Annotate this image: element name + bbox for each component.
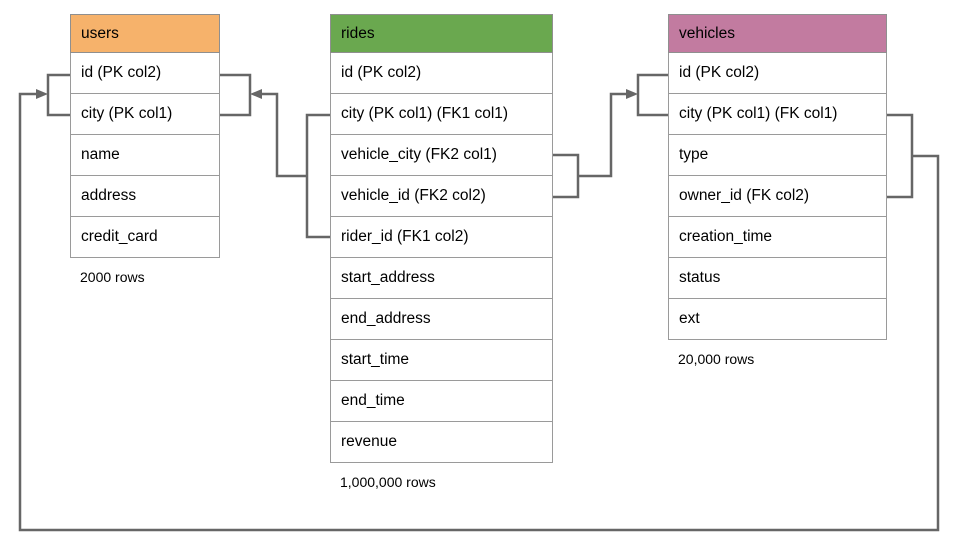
table-row: city (PK col1) bbox=[70, 94, 220, 135]
column-name: start_address bbox=[341, 269, 435, 286]
table-row: ext bbox=[668, 299, 887, 340]
column-name: credit_card bbox=[81, 228, 158, 245]
rides-fk1-to-users-pk-arrowhead-icon bbox=[250, 89, 262, 99]
column-name: vehicle_id (FK2 col2) bbox=[341, 187, 486, 204]
table-title: vehicles bbox=[679, 24, 735, 42]
table-row: city (PK col1) (FK1 col1) bbox=[330, 94, 553, 135]
table-title: users bbox=[81, 24, 119, 42]
column-name: end_time bbox=[341, 392, 405, 409]
column-name: type bbox=[679, 146, 709, 163]
vehicles-fk-to-users-pk-bracket-0 bbox=[887, 113, 914, 199]
column-name: rider_id (FK1 col2) bbox=[341, 228, 469, 245]
table-title: rides bbox=[341, 24, 375, 42]
table-row: city (PK col1) (FK col1) bbox=[668, 94, 887, 135]
vehicles-fk-to-users-pk-bracket-1 bbox=[46, 73, 70, 117]
column-name: city (PK col1) (FK col1) bbox=[679, 105, 838, 122]
table-header-rides: rides bbox=[330, 14, 553, 53]
rides-fk2-to-vehicles-pk-bracket-1 bbox=[636, 73, 668, 117]
table-row: type bbox=[668, 135, 887, 176]
table-row: vehicle_city (FK2 col1) bbox=[330, 135, 553, 176]
table-row: start_time bbox=[330, 340, 553, 381]
table-row: address bbox=[70, 176, 220, 217]
table-row: end_address bbox=[330, 299, 553, 340]
column-name: creation_time bbox=[679, 228, 773, 245]
column-name: id (PK col2) bbox=[81, 64, 162, 81]
rides-fk2-to-vehicles-pk-arrowhead-icon bbox=[626, 89, 638, 99]
table-users: users id (PK col2) city (PK col1) name addre… bbox=[70, 14, 220, 285]
rides-fk2-to-vehicles-pk-line bbox=[578, 92, 628, 178]
table-header-users: users bbox=[70, 14, 220, 53]
rides-fk1-to-users-pk-line bbox=[260, 92, 307, 178]
table-row: name bbox=[70, 135, 220, 176]
column-name: vehicle_city (FK2 col1) bbox=[341, 146, 497, 163]
table-row: revenue bbox=[330, 422, 553, 463]
table-row: rider_id (FK1 col2) bbox=[330, 217, 553, 258]
table-row: vehicle_id (FK2 col2) bbox=[330, 176, 553, 217]
row-count-label: 1,000,000 rows bbox=[340, 474, 436, 490]
table-row: id (PK col2) bbox=[668, 53, 887, 94]
column-name: id (PK col2) bbox=[341, 64, 422, 81]
column-name: ext bbox=[679, 310, 700, 327]
row-count-label: 20,000 rows bbox=[678, 351, 755, 367]
column-name: status bbox=[679, 269, 721, 286]
column-name: city (PK col1) (FK1 col1) bbox=[341, 105, 509, 122]
column-name: id (PK col2) bbox=[679, 64, 760, 81]
rides-fk2-to-vehicles-pk-bracket-0 bbox=[553, 153, 580, 199]
rides-fk1-to-users-pk-bracket-1 bbox=[305, 113, 330, 239]
table-row: end_time bbox=[330, 381, 553, 422]
column-name: end_address bbox=[341, 310, 431, 327]
table-rides: rides id (PK col2) city (PK col1) (FK1 col… bbox=[330, 14, 553, 490]
rides-fk1-to-users-pk-bracket-0 bbox=[220, 73, 252, 117]
column-name: start_time bbox=[341, 351, 410, 368]
table-row: credit_card bbox=[70, 217, 220, 258]
table-header-vehicles: vehicles bbox=[668, 14, 887, 53]
table-row: status bbox=[668, 258, 887, 299]
table-row: start_address bbox=[330, 258, 553, 299]
table-row: owner_id (FK col2) bbox=[668, 176, 887, 217]
table-vehicles: vehicles id (PK col2) city (PK col1) (FK c… bbox=[668, 14, 887, 367]
column-name: name bbox=[81, 146, 120, 163]
column-name: revenue bbox=[341, 433, 398, 450]
row-count-label: 2000 rows bbox=[80, 269, 145, 285]
table-row: id (PK col2) bbox=[330, 53, 553, 94]
table-row: creation_time bbox=[668, 217, 887, 258]
column-name: address bbox=[81, 187, 137, 204]
column-name: owner_id (FK col2) bbox=[679, 187, 810, 204]
vehicles-fk-to-users-pk-arrowhead-icon bbox=[36, 89, 48, 99]
column-name: city (PK col1) bbox=[81, 105, 173, 122]
table-row: id (PK col2) bbox=[70, 53, 220, 94]
vehicles-fk-to-users-pk-line bbox=[18, 92, 940, 532]
